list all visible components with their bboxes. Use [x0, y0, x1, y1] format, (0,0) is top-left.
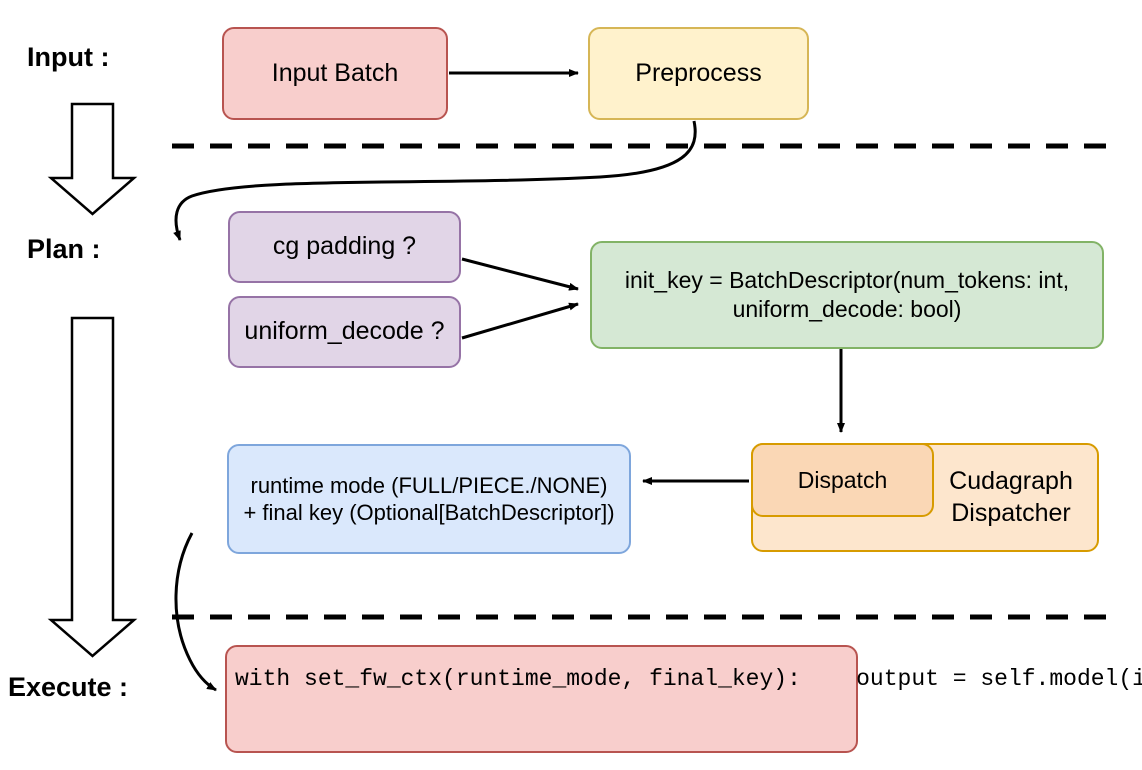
node-dispatch-label: Dispatch: [797, 466, 888, 493]
node-init-key-label-line2: uniform_decode: bool): [732, 296, 962, 322]
node-preprocess-label: Preprocess: [635, 58, 762, 87]
node-uniform-decode[interactable]: uniform_decode ?: [228, 296, 461, 368]
node-execute-code-line2: output = self.model(input): [856, 666, 1142, 692]
node-cudagraph-dispatcher-label-line2: Dispatcher: [951, 498, 1071, 527]
node-execute-code-line1: with set_fw_ctx(runtime_mode, final_key)…: [235, 666, 801, 692]
node-dispatch[interactable]: Dispatch: [751, 443, 934, 517]
node-runtime-mode[interactable]: runtime mode (FULL/PIECE./NONE) + final …: [227, 444, 631, 554]
stage-label-execute: Execute :: [8, 672, 129, 702]
stage-label-input: Input :: [27, 42, 110, 72]
node-init-key-label-line1: init_key = BatchDescriptor(num_tokens: i…: [624, 267, 1070, 294]
node-runtime-mode-label-line1: runtime mode (FULL/PIECE./NONE): [250, 472, 608, 498]
node-cudagraph-dispatcher-label-line1: Cudagraph: [949, 467, 1073, 496]
stage-label-plan: Plan :: [27, 234, 101, 264]
arrow-uniform-decode-to-init-key: [461, 302, 579, 340]
node-preprocess[interactable]: Preprocess: [588, 27, 809, 120]
node-init-key[interactable]: init_key = BatchDescriptor(num_tokens: i…: [590, 241, 1104, 349]
node-cg-padding[interactable]: cg padding ?: [228, 211, 461, 283]
node-input-batch[interactable]: Input Batch: [222, 27, 448, 120]
stage-arrow-plan-to-execute: [47, 316, 138, 658]
stage-arrow-input-to-plan: [47, 102, 138, 216]
node-runtime-mode-label-line2: + final key (Optional[BatchDescriptor]): [243, 500, 615, 525]
arrow-runtime-mode-to-execute-code: [174, 532, 217, 692]
node-execute-code[interactable]: with set_fw_ctx(runtime_mode, final_key)…: [225, 645, 1142, 753]
node-input-batch-label: Input Batch: [271, 58, 399, 87]
node-uniform-decode-label: uniform_decode ?: [244, 317, 445, 346]
node-cg-padding-label: cg padding ?: [272, 232, 417, 261]
arrow-cg-padding-to-init-key: [461, 257, 579, 291]
